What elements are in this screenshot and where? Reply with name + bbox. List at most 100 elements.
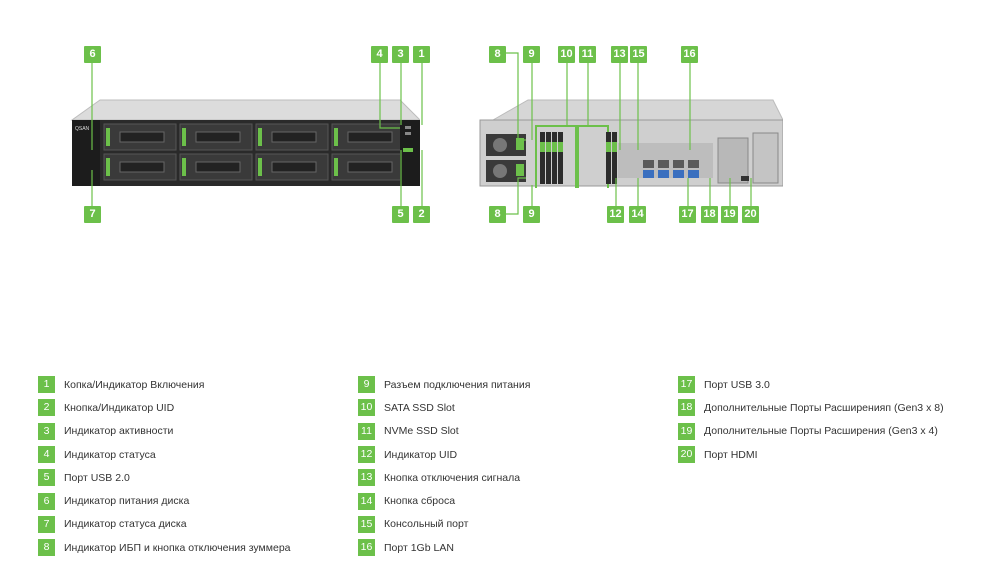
legend-number: 4	[38, 446, 55, 464]
drive-led	[106, 158, 110, 176]
legend-number: 13	[358, 469, 375, 487]
callout-18-bottom: 18	[701, 206, 718, 223]
legend-item: 10 SATA SSD Slot	[358, 396, 530, 419]
callout-4-top: 4	[371, 46, 388, 63]
legend-label: Консольный порт	[384, 518, 469, 531]
usb3-port	[658, 170, 669, 178]
ssd-latch	[558, 142, 563, 152]
legend-label: Порт USB 2.0	[64, 471, 130, 484]
legend-number: 8	[38, 539, 55, 557]
drive-led	[334, 128, 338, 146]
legend-label: SATA SSD Slot	[384, 401, 455, 414]
legend-label: Копка/Индикатор Включения	[64, 378, 205, 391]
legend-number: 3	[38, 422, 55, 440]
callout-20-bottom: 20	[742, 206, 759, 223]
callout-13-top: 13	[611, 46, 628, 63]
legend-number: 20	[678, 446, 695, 464]
legend-label: Индикатор активности	[64, 425, 174, 438]
ssd-latch	[552, 142, 557, 152]
legend-number: 19	[678, 422, 695, 440]
legend-number: 6	[38, 492, 55, 510]
drive-handle	[195, 161, 241, 173]
callout-19-bottom: 19	[721, 206, 738, 223]
lan-port	[658, 160, 669, 168]
callout-8-bottom: 8	[489, 206, 506, 223]
callout-6-top: 6	[84, 46, 101, 63]
callout-3-top: 3	[392, 46, 409, 63]
legend-number: 15	[358, 515, 375, 533]
legend-item: 20 Порт HDMI	[678, 443, 944, 466]
drive-handle	[347, 161, 393, 173]
brand-logo: QSAN	[75, 126, 90, 132]
legend-item: 2 Кнопка/Индикатор UID	[38, 396, 291, 419]
legend-label: Порт HDMI	[704, 448, 758, 461]
ssd-slot	[540, 132, 545, 184]
callout-2-bottom: 2	[413, 206, 430, 223]
ssd-slot	[606, 132, 611, 184]
legend-item: 15 Консольный порт	[358, 513, 530, 536]
legend-number: 1	[38, 376, 55, 394]
drive-led	[258, 128, 262, 146]
drive-led	[182, 128, 186, 146]
callout-9-top: 9	[523, 46, 540, 63]
drive-led	[258, 158, 262, 176]
callout-5-bottom: 5	[392, 206, 409, 223]
drive-handle	[271, 131, 317, 143]
ssd-latch	[606, 142, 611, 152]
legend-label: Индикатор статуса диска	[64, 518, 187, 531]
ssd-slot	[558, 132, 563, 184]
legend-item: 11 NVMe SSD Slot	[358, 420, 530, 443]
callout-17-bottom: 17	[679, 206, 696, 223]
drive-handle	[195, 131, 241, 143]
callout-12-bottom: 12	[607, 206, 624, 223]
usb3-port	[643, 170, 654, 178]
legend-item: 7 Индикатор статуса диска	[38, 513, 291, 536]
drive-handle	[119, 131, 165, 143]
drive-led	[334, 158, 338, 176]
legend-label: Индикатор UID	[384, 448, 458, 461]
legend-item: 3 Индикатор активности	[38, 420, 291, 443]
legend-item: 6 Индикатор питания диска	[38, 489, 291, 512]
legend-number: 10	[358, 399, 375, 417]
drive-led	[106, 128, 110, 146]
legend-number: 18	[678, 399, 695, 417]
callout-15-top: 15	[630, 46, 647, 63]
legend-number: 2	[38, 399, 55, 417]
legend-label: Дополнительные Порты Расширенияп (Gen3 x…	[704, 401, 944, 414]
ssd-slot	[546, 132, 551, 184]
callout-7-bottom: 7	[84, 206, 101, 223]
callout-10-top: 10	[558, 46, 575, 63]
ssd-slot	[552, 132, 557, 184]
drive-handle	[119, 161, 165, 173]
callout-lines	[91, 52, 752, 215]
legend-label: NVMe SSD Slot	[384, 425, 459, 438]
callout-8-top: 8	[489, 46, 506, 63]
ssd-latch	[612, 142, 617, 152]
legend-label: Порт USB 3.0	[704, 378, 770, 391]
legend-number: 11	[358, 422, 375, 440]
legend-item: 18 Дополнительные Порты Расширенияп (Gen3…	[678, 396, 944, 419]
legend-label: Порт 1Gb LAN	[384, 541, 454, 554]
callout-9-bottom: 9	[523, 206, 540, 223]
legend-column-1: 1 Копка/Индикатор Включения 2 Кнопка/Индика…	[38, 373, 291, 559]
legend-label: Кнопка/Индикатор UID	[64, 401, 175, 414]
legend-label: Индикатор питания диска	[64, 495, 190, 508]
callout-14-bottom: 14	[629, 206, 646, 223]
front-panel-illustration: QSAN	[70, 99, 420, 186]
usb3-port	[688, 170, 699, 178]
legend-label: Кнопка сброса	[384, 495, 456, 508]
lan-port	[643, 160, 654, 168]
callout-11-top: 11	[579, 46, 596, 63]
ssd-latch	[540, 142, 545, 152]
legend-number: 7	[38, 515, 55, 533]
legend-label: Разъем подключения питания	[384, 378, 531, 391]
